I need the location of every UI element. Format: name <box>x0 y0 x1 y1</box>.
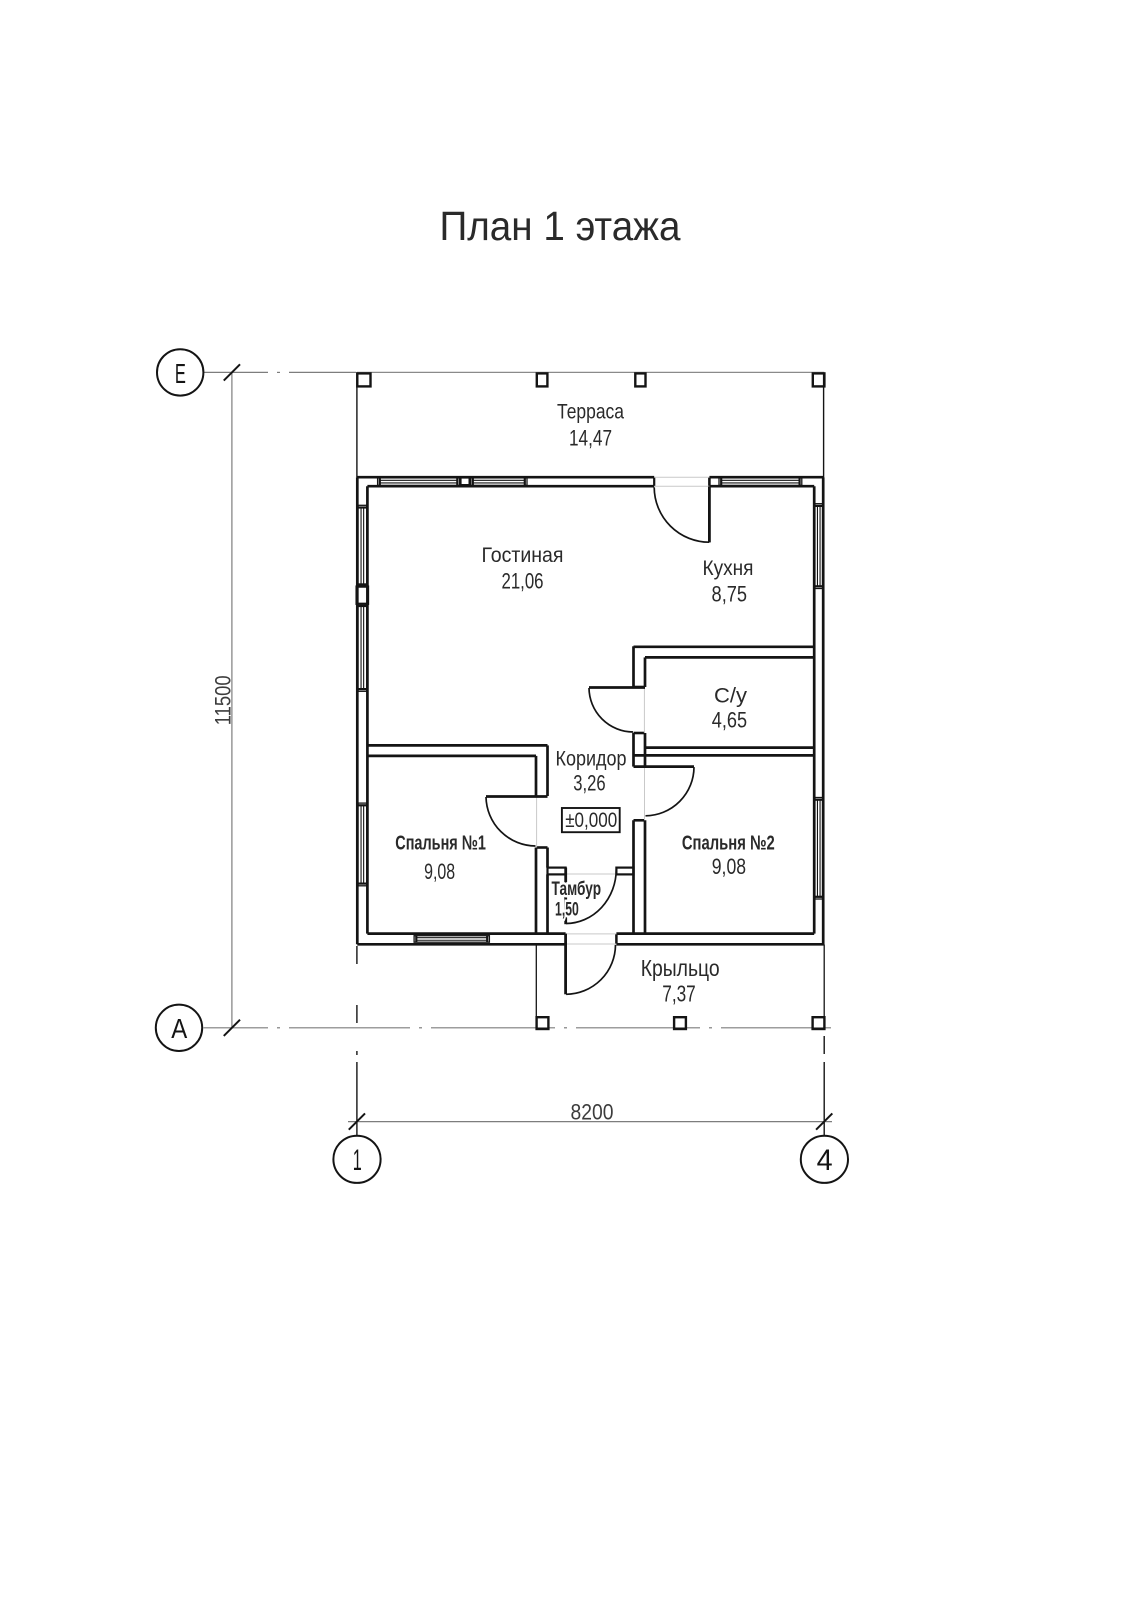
svg-text:4,65: 4,65 <box>712 708 747 733</box>
svg-text:±0,000: ±0,000 <box>565 809 617 832</box>
svg-text:7,37: 7,37 <box>662 980 696 1006</box>
svg-text:Спальня №1: Спальня №1 <box>395 832 486 855</box>
svg-text:4: 4 <box>817 1144 833 1177</box>
svg-text:Е: Е <box>175 358 186 389</box>
svg-text:9,08: 9,08 <box>424 859 455 884</box>
svg-text:1: 1 <box>353 1144 362 1177</box>
svg-text:11500: 11500 <box>210 675 235 725</box>
svg-text:Терраса: Терраса <box>557 400 624 424</box>
svg-text:Коридор: Коридор <box>556 747 627 771</box>
svg-text:8,75: 8,75 <box>712 582 748 607</box>
svg-text:14,47: 14,47 <box>569 426 612 451</box>
svg-text:Кухня: Кухня <box>703 556 754 580</box>
svg-text:Спальня №2: Спальня №2 <box>682 832 775 855</box>
svg-text:Гостиная: Гостиная <box>482 543 564 567</box>
svg-text:1,50: 1,50 <box>555 899 579 921</box>
svg-text:8200: 8200 <box>571 1099 614 1124</box>
svg-text:9,08: 9,08 <box>712 854 746 879</box>
svg-text:Тамбур: Тамбур <box>552 878 602 900</box>
svg-text:А: А <box>171 1013 188 1044</box>
svg-text:План 1 этажа: План 1 этажа <box>440 203 681 249</box>
svg-text:3,26: 3,26 <box>573 770 605 795</box>
svg-text:С/у: С/у <box>714 684 747 708</box>
svg-text:Крыльцо: Крыльцо <box>641 955 720 981</box>
svg-text:21,06: 21,06 <box>502 568 544 593</box>
